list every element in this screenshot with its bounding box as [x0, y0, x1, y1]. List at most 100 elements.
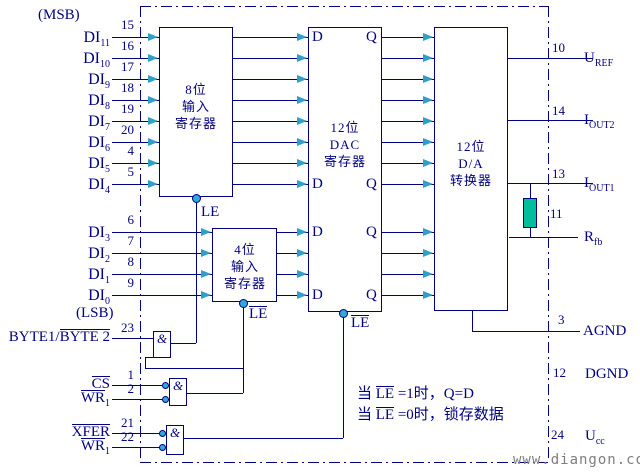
bus-reg4-to-dacreg: [277, 274, 308, 275]
bus-dacreg-to-converter: [382, 100, 434, 101]
junction-dot-icon: [238, 298, 248, 308]
signal-arrow-icon: [148, 75, 158, 83]
wire-control: [112, 433, 159, 434]
wire-di1: [112, 274, 212, 275]
pin-number-13: 13: [552, 166, 565, 181]
pin-number-15: 15: [121, 17, 134, 32]
output-label-AGND: AGND: [583, 323, 627, 339]
signal-arrow-icon: [297, 228, 307, 236]
output-label-IOUT2: IOUT2: [584, 112, 615, 131]
bus-dacreg-to-converter: [382, 37, 434, 38]
inverter-bubble-icon: [158, 429, 166, 437]
signal-arrow-icon: [201, 249, 211, 257]
bus-reg8-to-dacreg: [233, 184, 308, 185]
port-label-d: D: [312, 224, 323, 240]
bus-reg4-to-dacreg: [277, 295, 308, 296]
pin-number-24: 24: [551, 427, 564, 442]
signal-arrow-icon: [297, 159, 307, 167]
junction-dot-icon: [338, 308, 348, 318]
signal-arrow-icon: [297, 270, 307, 278]
port-label-q: Q: [366, 29, 377, 45]
signal-arrow-icon: [297, 54, 307, 62]
signal-arrow-icon: [423, 75, 433, 83]
signal-arrow-icon: [423, 228, 433, 236]
feedback-resistor: [523, 198, 537, 228]
signal-arrow-icon: [297, 96, 307, 104]
pin-number-9: 9: [127, 275, 135, 290]
signal-arrow-icon: [148, 54, 158, 62]
bus-reg8-to-dacreg: [233, 121, 308, 122]
signal-arrow-icon: [297, 249, 307, 257]
bus-dacreg-to-converter: [382, 121, 434, 122]
inverter-bubble-icon: [161, 395, 169, 403]
output-label-IOUT1: IOUT1: [584, 175, 615, 194]
wire-di4: [112, 184, 159, 185]
pin-number-23: 23: [121, 320, 134, 335]
wire-agnd-drop: [472, 311, 473, 331]
signal-arrow-icon: [423, 180, 433, 188]
bus-reg8-to-dacreg: [233, 79, 308, 80]
junction-dot-icon: [191, 193, 201, 203]
chip-border-left: [140, 6, 141, 462]
wire-control: [112, 338, 153, 339]
wire-gate-byte-out: [170, 343, 196, 344]
pin-number-18: 18: [121, 80, 134, 95]
port-label-d: D: [312, 287, 323, 303]
wire-out-10: [508, 58, 593, 59]
bus-dacreg-to-converter: [382, 274, 434, 275]
signal-arrow-icon: [201, 291, 211, 299]
pin-number-11: 11: [550, 206, 563, 221]
output-label-Ucc: Ucc: [585, 428, 605, 447]
signal-arrow-icon: [148, 159, 158, 167]
bus-reg4-to-dacreg: [277, 253, 308, 254]
and-gate-xfer-wr2: &: [166, 425, 184, 455]
input-label-di0: DI0: [88, 287, 110, 307]
signal-arrow-icon: [148, 33, 158, 41]
wire-feed: [145, 368, 243, 369]
block-4bit-input-register: [212, 228, 277, 302]
bus-reg8-to-dacreg: [233, 100, 308, 101]
bus-dacreg-to-converter: [382, 58, 434, 59]
input-label-di10: DI10: [83, 50, 110, 70]
control-label-pin22: WR1: [80, 438, 110, 457]
bus-reg4-to-dacreg: [277, 232, 308, 233]
pin-number-14: 14: [552, 103, 565, 118]
signal-arrow-icon: [201, 228, 211, 236]
signal-arrow-icon: [423, 117, 433, 125]
wire-rfb-top: [530, 183, 531, 198]
port-label-d: D: [312, 29, 323, 45]
port-label-q: Q: [366, 176, 377, 192]
signal-arrow-icon: [297, 291, 307, 299]
pin-number-16: 16: [121, 38, 134, 53]
signal-arrow-icon: [148, 180, 158, 188]
and-gate-cs-wr1: &: [169, 378, 187, 406]
le-label-dacreg: LE: [351, 315, 370, 331]
bus-dacreg-to-converter: [382, 295, 434, 296]
wire-rfb-bottom: [530, 228, 531, 237]
signal-arrow-icon: [423, 54, 433, 62]
bus-dacreg-to-converter: [382, 253, 434, 254]
input-label-di11: DI11: [83, 29, 110, 49]
signal-arrow-icon: [423, 159, 433, 167]
wire-out-11: [509, 237, 578, 238]
wire: [343, 313, 344, 438]
note-le-high: 当 LE =1时，Q=D: [357, 386, 474, 402]
wire-di8: [112, 100, 159, 101]
input-label-di5: DI5: [88, 155, 110, 175]
wire-control: [112, 399, 162, 400]
wire-gate-cs-out: [187, 393, 243, 394]
signal-arrow-icon: [297, 75, 307, 83]
signal-arrow-icon: [423, 270, 433, 278]
signal-arrow-icon: [423, 138, 433, 146]
bus-dacreg-to-converter: [382, 163, 434, 164]
block-4bit-input-register-label: 4位输入寄存器: [223, 242, 266, 291]
signal-arrow-icon: [423, 96, 433, 104]
chip-border-right: [548, 6, 549, 462]
wire-out-14: [508, 120, 593, 121]
output-label-DGND: DGND: [585, 366, 629, 382]
signal-arrow-icon: [297, 138, 307, 146]
watermark-text: www.diangon.com: [513, 452, 640, 468]
